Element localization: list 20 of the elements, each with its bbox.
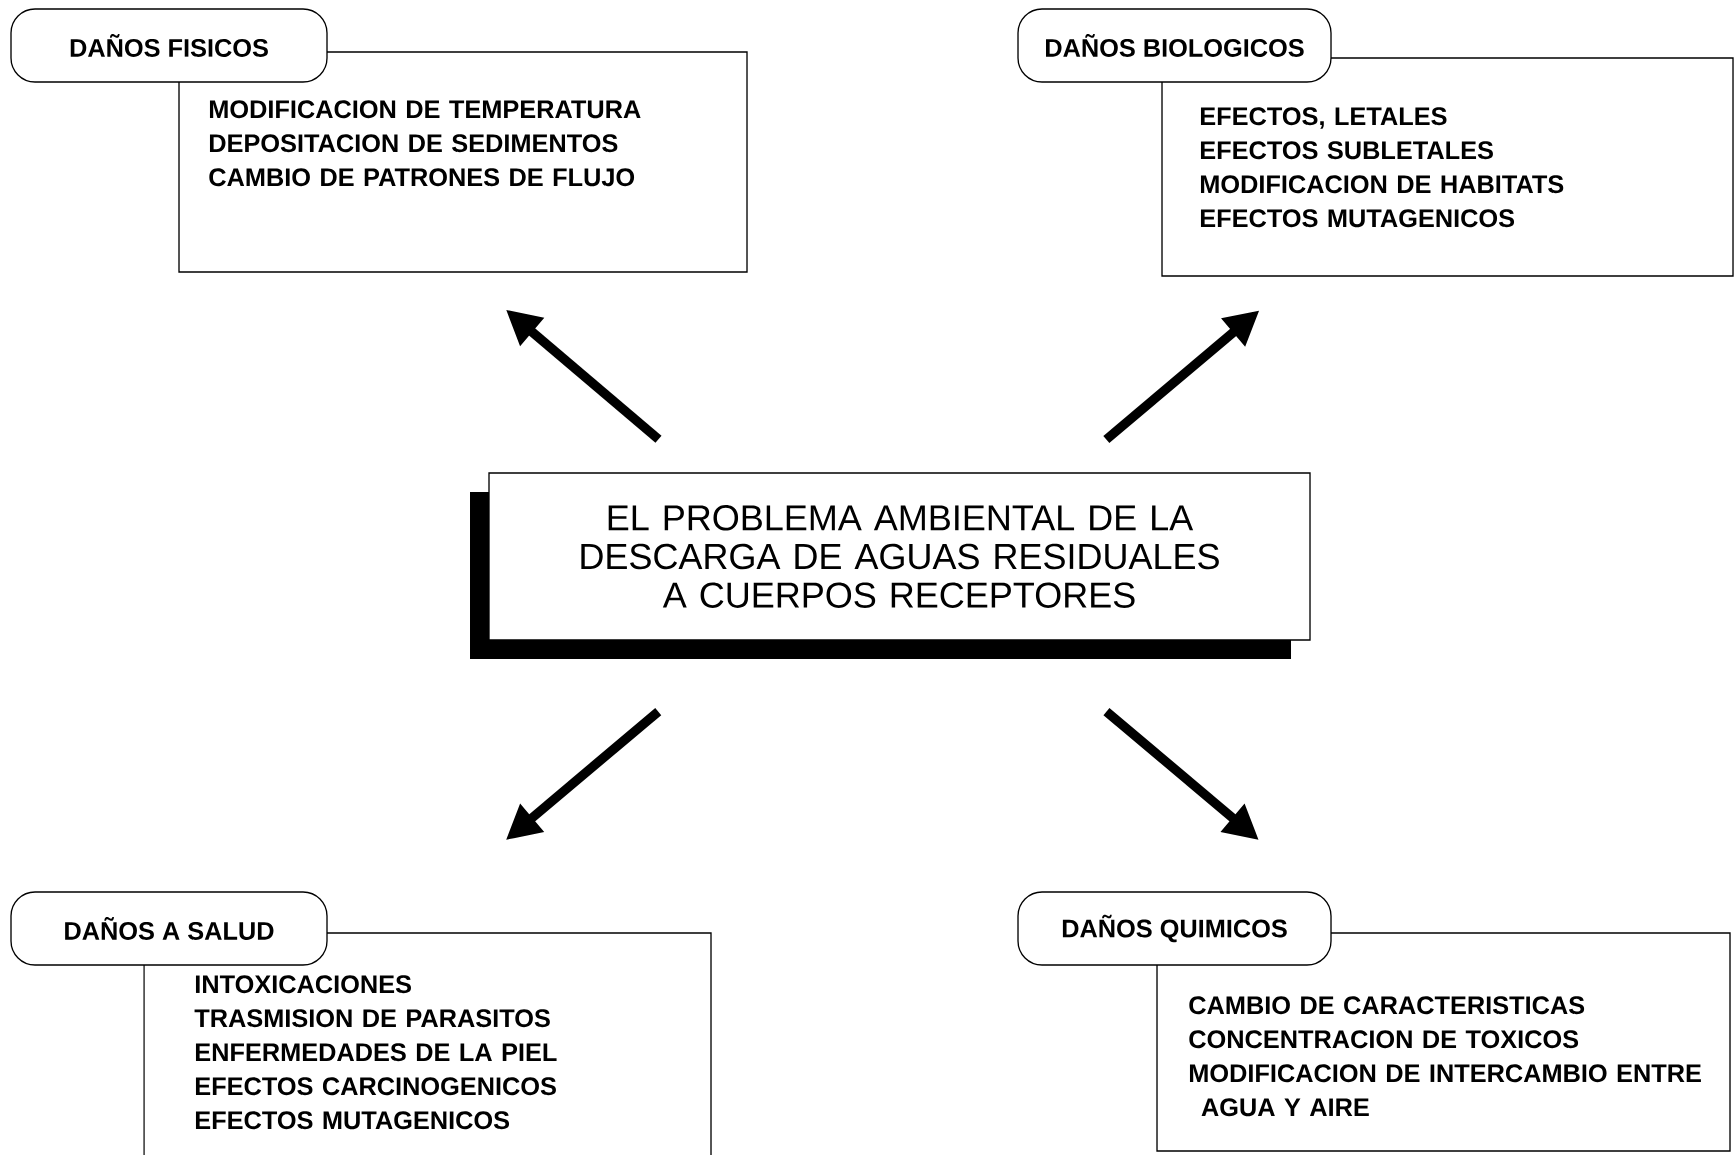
list-item: INTOXICACIONES	[195, 975, 411, 994]
list-item: DEPOSITACION DE SEDIMENTOS	[209, 134, 618, 153]
list-item: EFECTOS CARCINOGENICOS	[195, 1077, 556, 1096]
list-item: CAMBIO DE CARACTERISTICAS	[1189, 996, 1585, 1015]
list-item: MODIFICACION DE TEMPERATURA	[209, 100, 641, 119]
heading-tab: DAÑOS QUIMICOS	[1017, 891, 1332, 966]
list-item: MODIFICACION DE HABITATS	[1200, 175, 1564, 194]
list-item: MODIFICACION DE INTERCAMBIO ENTRE AGUA Y AIRE	[1189, 1064, 1701, 1117]
list-item: EFECTOS MUTAGENICOS	[195, 1111, 510, 1130]
list-item: EFECTOS SUBLETALES	[1200, 141, 1493, 160]
title-box: EL PROBLEMA AMBIENTAL DE LA DESCARGA DE AGUAS RESIDUALES A CUERPOS RECEPTORES	[470, 472, 1311, 659]
list-item: EFECTOS, LETALES	[1200, 107, 1447, 129]
heading-tab: DAÑOS BIOLOGICOS	[1017, 8, 1332, 83]
list-item: ENFERMEDADES DE LA PIEL	[195, 1043, 557, 1062]
list-item: CONCENTRACION DE TOXICOS	[1189, 1030, 1579, 1049]
heading-tab: DAÑOS A SALUD	[10, 891, 328, 966]
heading-tab: DAÑOS FISICOS	[10, 8, 328, 83]
list-item: EFECTOS MUTAGENICOS	[1200, 209, 1515, 228]
list-item: CAMBIO DE PATRONES DE FLUJO	[209, 168, 635, 187]
list-item: TRASMISION DE PARASITOS	[194, 1009, 550, 1028]
